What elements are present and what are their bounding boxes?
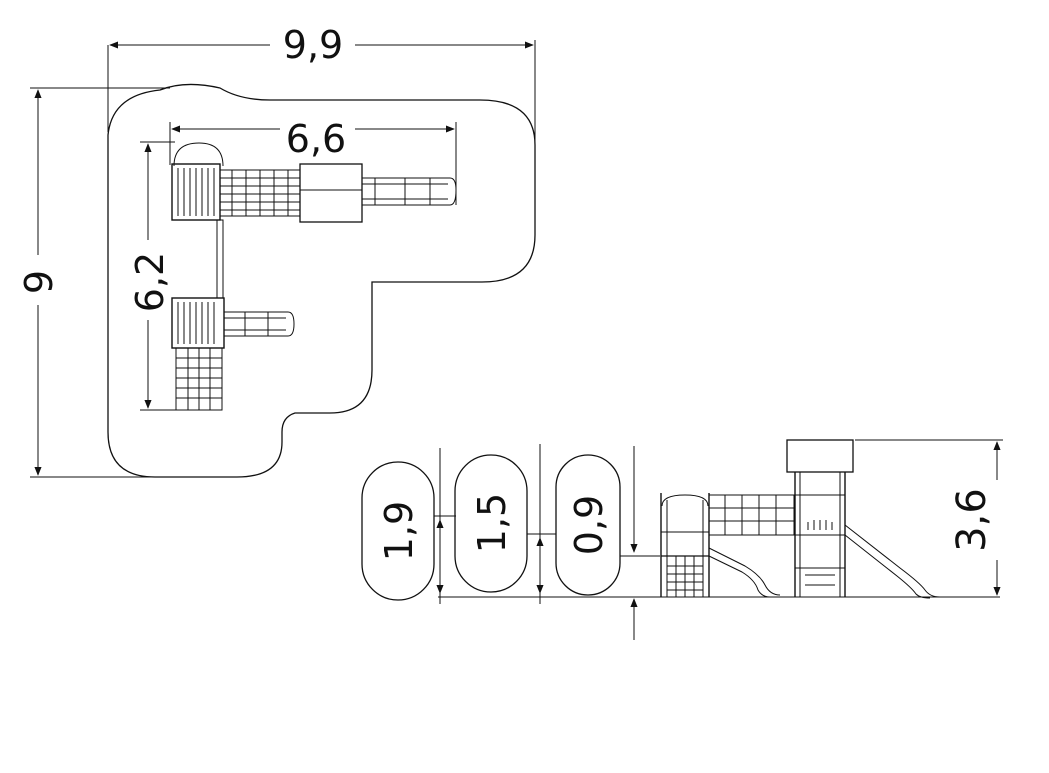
low-slide-elevation [708,547,781,596]
tower-roof-plan [299,163,363,223]
structure-depth-dimension: 6,2 [128,141,180,411]
overall-height-dimension: 3,6 [855,439,1003,596]
overall-height-label: 3,6 [949,488,995,552]
structure-depth-label: 6,2 [128,252,172,312]
tower-roof-elevation [786,439,854,473]
height-badge-3: 0,9 [555,446,660,640]
structure-width-label: 6,6 [286,117,346,161]
overall-width-dimension: 9,9 [107,23,536,150]
top-slide-plan [362,177,457,206]
height-badge-1-label: 1,9 [377,501,421,561]
tall-slide-elevation [844,524,941,598]
height-badge-2-label: 1,5 [470,493,514,553]
dome-roof-elevation [661,494,709,507]
structure-width-dimension: 6,6 [169,117,457,205]
elevation-view: 1,9 1,5 0,9 3,6 [361,439,1003,640]
height-badge-3-label: 0,9 [567,495,611,555]
lower-deck-plan [171,297,225,349]
net-bridge-elevation [708,494,795,536]
safety-zone-outline [107,83,536,478]
structure-plan [171,142,457,411]
dome-roof-plan [173,142,224,167]
side-slide-plan [224,311,295,337]
height-badge-2: 1,5 [454,444,556,604]
overall-depth-label: 9 [17,270,61,294]
connector-plan [216,219,224,299]
plan-view: 9,9 9 6,6 6,2 [17,23,536,478]
height-badge-1: 1,9 [361,448,456,604]
structure-elevation [660,439,941,599]
overall-depth-dimension: 9 [17,87,170,478]
overall-width-label: 9,9 [283,23,343,67]
